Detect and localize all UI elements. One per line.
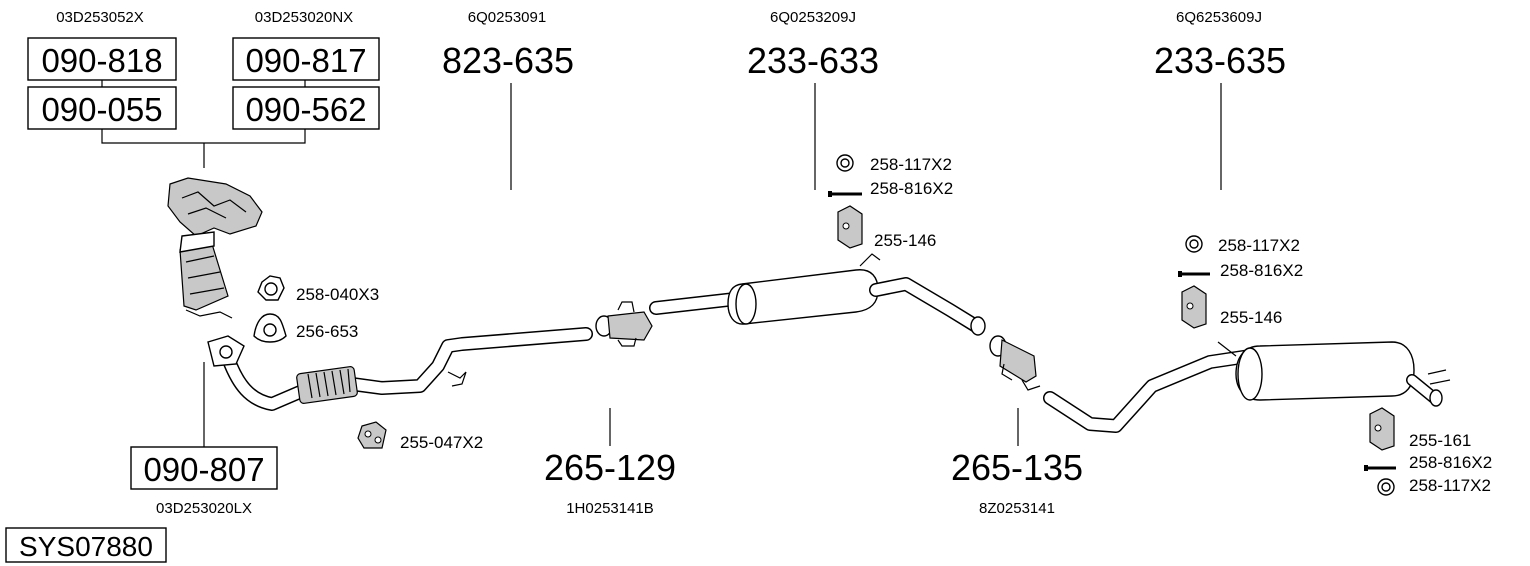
code-clamp-2: 265-135 bbox=[951, 447, 1083, 488]
label-rear-rubber-top: 255-146 bbox=[1220, 308, 1282, 327]
label-rear-bolt-top: 258-816X2 bbox=[1220, 261, 1303, 280]
bolt-icon-mid bbox=[828, 191, 862, 197]
label-rear-ring-bottom: 258-117X2 bbox=[1409, 476, 1491, 495]
rubber-mount-rear-top-icon bbox=[1181, 285, 1207, 329]
ring-icon-mid bbox=[836, 154, 854, 172]
gasket-icon bbox=[253, 313, 287, 343]
oem-clamp-2: 8Z0253141 bbox=[979, 500, 1055, 517]
code-box-090-818: 090-818 bbox=[27, 37, 177, 81]
label-nut: 258-040X3 bbox=[296, 285, 379, 304]
code-box-090-055: 090-055 bbox=[27, 86, 177, 130]
rear-section-drawing bbox=[1043, 341, 1451, 433]
label-rubber-front: 255-047X2 bbox=[400, 433, 483, 452]
rubber-mount-front-icon bbox=[357, 421, 387, 449]
svg-text:SYS07880: SYS07880 bbox=[19, 531, 153, 562]
rubber-mount-rear-bottom-icon bbox=[1369, 407, 1395, 451]
code-box-090-817: 090-817 bbox=[232, 37, 380, 81]
label-gasket: 256-653 bbox=[296, 322, 358, 341]
code-middle-silencer: 233-633 bbox=[747, 40, 879, 81]
label-mid-rubber: 255-146 bbox=[874, 231, 936, 250]
middle-section-drawing bbox=[649, 253, 986, 336]
clamp-1-drawing bbox=[595, 301, 653, 347]
label-rear-rubber-bottom: 255-161 bbox=[1409, 431, 1471, 450]
oem-front-pipe: 03D253020LX bbox=[156, 500, 252, 517]
nut-icon bbox=[257, 275, 285, 301]
clamp-2-drawing bbox=[989, 335, 1041, 391]
svg-text:090-562: 090-562 bbox=[245, 91, 366, 128]
oem-rear-silencer: 6Q6253609J bbox=[1176, 9, 1262, 26]
bolt-icon-rear-top bbox=[1178, 271, 1210, 277]
code-clamp-1: 265-129 bbox=[544, 447, 676, 488]
rubber-mount-mid-icon bbox=[837, 205, 863, 249]
code-center-pipe: 823-635 bbox=[442, 40, 574, 81]
svg-text:090-055: 090-055 bbox=[41, 91, 162, 128]
leader-lines bbox=[101, 77, 1222, 449]
ring-icon-rear-top bbox=[1185, 235, 1203, 253]
svg-text:090-807: 090-807 bbox=[143, 451, 264, 488]
code-rear-silencer: 233-635 bbox=[1154, 40, 1286, 81]
svg-text:090-818: 090-818 bbox=[41, 42, 162, 79]
system-code-box: SYS07880 bbox=[5, 527, 167, 563]
catalytic-manifold-drawing bbox=[167, 177, 263, 367]
label-mid-ring: 258-117X2 bbox=[870, 155, 952, 174]
label-rear-ring-top: 258-117X2 bbox=[1218, 236, 1300, 255]
oem-clamp-1: 1H0253141B bbox=[566, 500, 654, 517]
bolt-icon-rear-bottom bbox=[1364, 465, 1396, 471]
front-downpipe-drawing bbox=[221, 327, 593, 411]
oem-center-pipe: 6Q0253091 bbox=[468, 9, 546, 26]
label-mid-bolt: 258-816X2 bbox=[870, 179, 953, 198]
svg-text:090-817: 090-817 bbox=[245, 42, 366, 79]
code-box-090-562: 090-562 bbox=[232, 86, 380, 130]
ring-icon-rear-bottom bbox=[1377, 478, 1395, 496]
oem-middle-silencer: 6Q0253209J bbox=[770, 9, 856, 26]
label-rear-bolt-bottom: 258-816X2 bbox=[1409, 453, 1492, 472]
oem-cat-manifold-2: 03D253020NX bbox=[255, 9, 353, 26]
code-box-090-807: 090-807 bbox=[130, 446, 278, 490]
oem-cat-manifold-1: 03D253052X bbox=[56, 9, 144, 26]
